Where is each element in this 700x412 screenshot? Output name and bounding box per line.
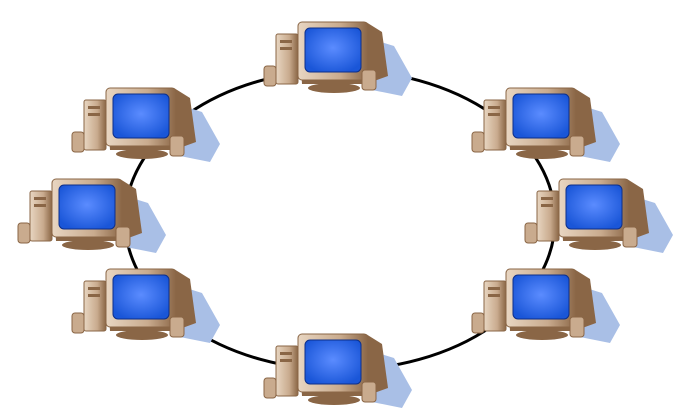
monitor-base — [116, 330, 168, 340]
drive-slot — [88, 106, 100, 109]
computer-lower-right — [471, 268, 620, 343]
right-speaker — [115, 226, 131, 248]
left-speaker — [471, 131, 485, 153]
monitor-screen — [304, 339, 362, 385]
drive-slot — [488, 113, 500, 116]
drive-slot — [488, 287, 500, 290]
computer-upper-right — [471, 87, 620, 162]
right-speaker — [169, 135, 185, 157]
desktop-computer-icon — [263, 333, 412, 408]
monitor-base — [569, 240, 621, 250]
drive-slot — [280, 359, 292, 362]
computer-top — [263, 21, 412, 96]
monitor-base — [116, 149, 168, 159]
monitor-screen — [512, 93, 570, 139]
monitor-base — [516, 149, 568, 159]
right-speaker — [361, 381, 377, 403]
monitor-screen — [512, 274, 570, 320]
drive-slot — [541, 204, 553, 207]
right-speaker — [622, 226, 638, 248]
left-speaker — [263, 377, 277, 399]
desktop-computer-icon — [524, 178, 673, 253]
computer-right — [524, 178, 673, 253]
drive-slot — [88, 287, 100, 290]
monitor-screen — [58, 184, 116, 230]
desktop-computer-icon — [263, 21, 412, 96]
drive-slot — [488, 294, 500, 297]
desktop-computer-icon — [17, 178, 166, 253]
left-speaker — [524, 222, 538, 244]
drive-slot — [88, 113, 100, 116]
desktop-computer-icon — [71, 268, 220, 343]
drive-slot — [541, 197, 553, 200]
computer-bottom — [263, 333, 412, 408]
drive-slot — [88, 294, 100, 297]
desktop-computer-icon — [71, 87, 220, 162]
computer-nodes — [17, 21, 673, 408]
drive-slot — [488, 106, 500, 109]
drive-slot — [280, 47, 292, 50]
monitor-screen — [112, 93, 170, 139]
right-speaker — [569, 135, 585, 157]
monitor-screen — [304, 27, 362, 73]
drive-slot — [280, 40, 292, 43]
drive-slot — [34, 197, 46, 200]
left-speaker — [263, 65, 277, 87]
monitor-base — [62, 240, 114, 250]
right-speaker — [361, 69, 377, 91]
computer-upper-left — [71, 87, 220, 162]
monitor-base — [516, 330, 568, 340]
computer-lower-left — [71, 268, 220, 343]
desktop-computer-icon — [471, 268, 620, 343]
right-speaker — [569, 316, 585, 338]
left-speaker — [17, 222, 31, 244]
monitor-screen — [565, 184, 623, 230]
drive-slot — [280, 352, 292, 355]
computer-left — [17, 178, 166, 253]
drive-slot — [34, 204, 46, 207]
left-speaker — [71, 131, 85, 153]
left-speaker — [71, 312, 85, 334]
monitor-screen — [112, 274, 170, 320]
monitor-base — [308, 83, 360, 93]
right-speaker — [169, 316, 185, 338]
monitor-base — [308, 395, 360, 405]
desktop-computer-icon — [471, 87, 620, 162]
left-speaker — [471, 312, 485, 334]
